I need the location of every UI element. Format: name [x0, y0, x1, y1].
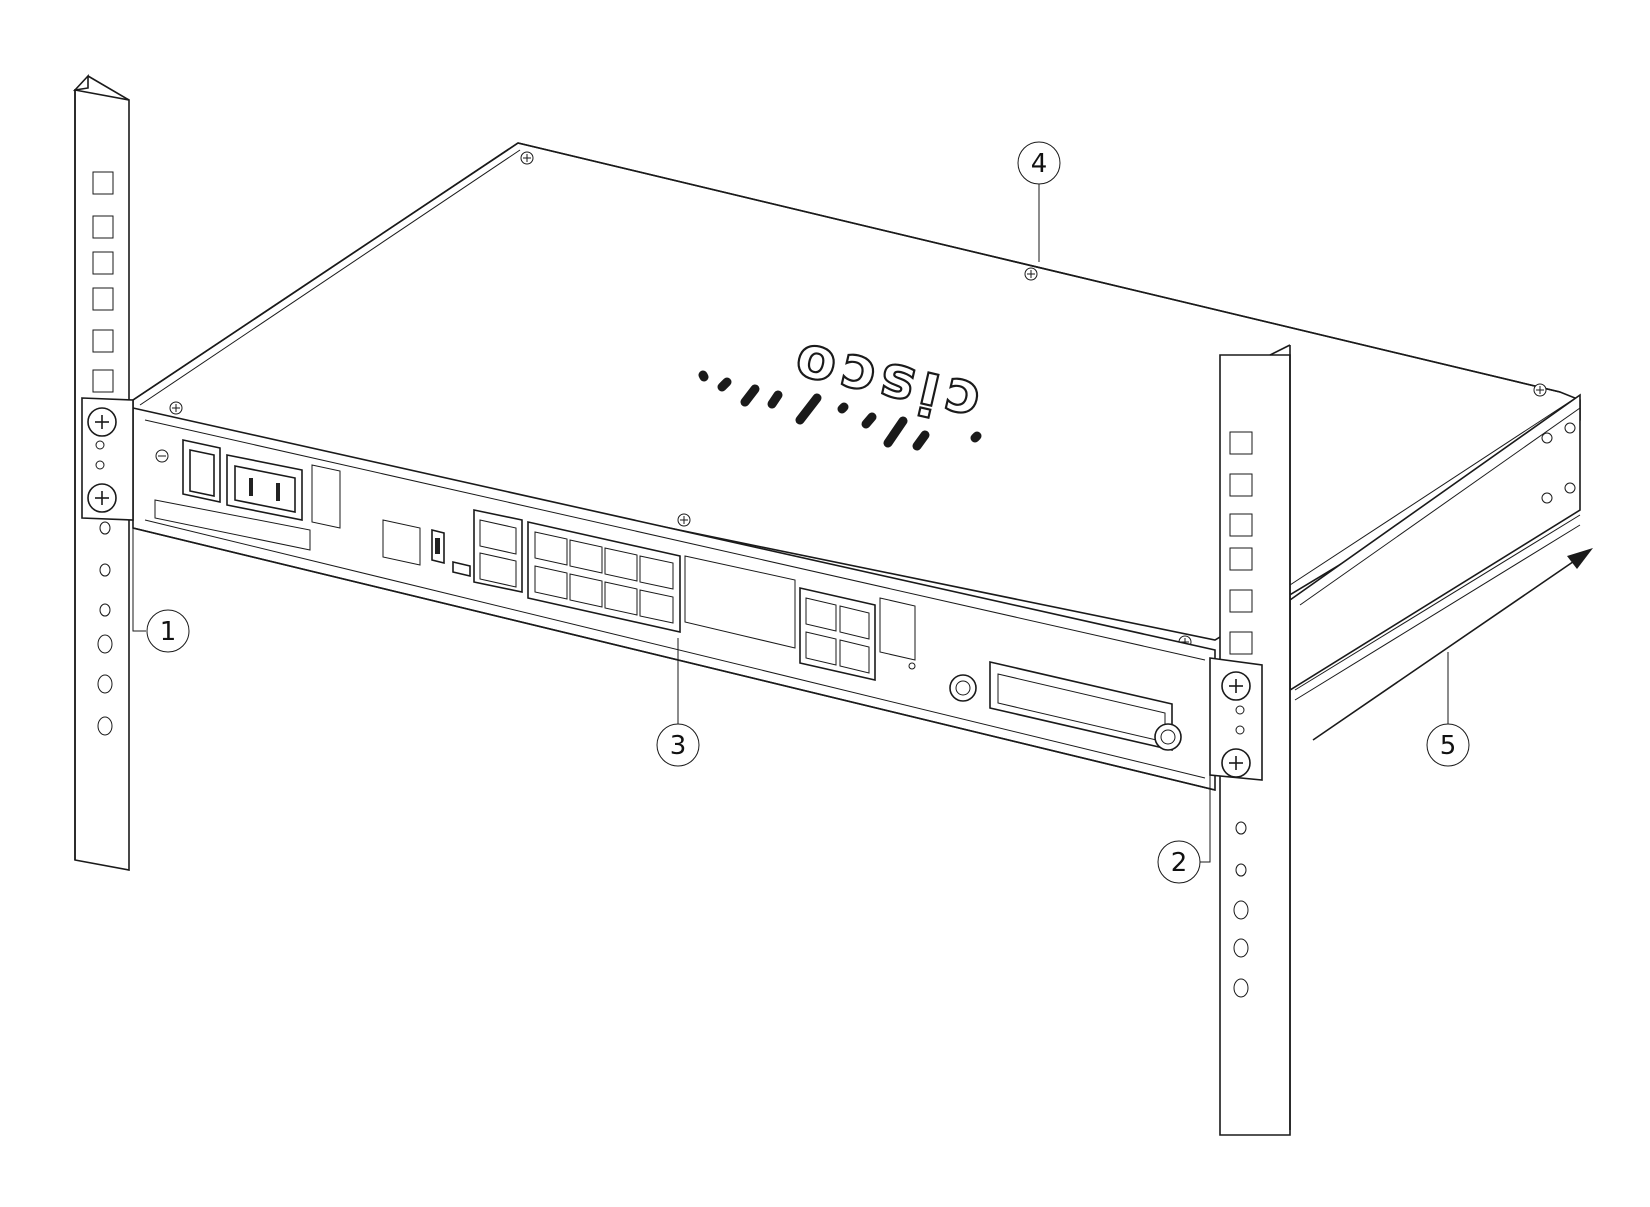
front-panel — [132, 407, 1216, 792]
rack-screw-icon — [87, 407, 117, 437]
rack-post-right-square-holes — [1229, 431, 1253, 655]
rj45-port — [639, 589, 674, 624]
rack-screw-icon — [1221, 748, 1251, 778]
callout-2-label: 2 — [1171, 848, 1188, 878]
callout-1: 1 — [132, 510, 190, 653]
rj45-port — [569, 573, 603, 608]
arrow-icon — [1312, 548, 1593, 741]
top-screws — [169, 151, 1547, 649]
callout-3: 3 — [656, 638, 700, 767]
power-switch-icon — [182, 439, 221, 503]
mgmt-rj45-ports — [473, 509, 523, 593]
rj45-port — [604, 581, 638, 616]
expansion-module-slot — [949, 660, 1182, 752]
usb-port-icon — [431, 528, 445, 565]
callout-2: 2 — [1157, 720, 1211, 884]
mini-usb-port-icon — [452, 560, 471, 578]
rack-post-right-round-holes — [1233, 821, 1249, 998]
cisco-logo-bars — [698, 370, 982, 451]
rj45-port — [604, 547, 638, 582]
rj45-port — [639, 555, 674, 590]
callout-4: 4 — [1017, 141, 1061, 262]
thumbscrew-icon — [1154, 723, 1182, 751]
callout-5-label: 5 — [1440, 731, 1457, 761]
callout-3-label: 3 — [670, 731, 687, 761]
callout-5: 5 — [1426, 652, 1470, 767]
rj45-port — [534, 565, 568, 600]
bracket-right — [1209, 657, 1263, 781]
rack-post-left-round-holes — [97, 521, 113, 736]
power-inlet-icon — [226, 454, 303, 521]
rack-post-left-square-holes — [92, 171, 114, 393]
thumbscrew-icon — [949, 674, 977, 702]
callout-4-label: 4 — [1031, 149, 1048, 179]
rack-screw-icon — [1221, 671, 1251, 701]
rj45-port-block — [527, 521, 681, 633]
ground-screw-icon — [155, 449, 169, 463]
rj45-port — [534, 531, 568, 566]
sfp-port-block — [799, 586, 876, 682]
vent-grille — [684, 555, 796, 649]
rack-screw-icon — [87, 483, 117, 513]
rj45-port — [569, 539, 603, 574]
bracket-left — [81, 397, 134, 521]
callout-1-label: 1 — [160, 617, 177, 647]
chassis-right-side — [1289, 393, 1581, 701]
